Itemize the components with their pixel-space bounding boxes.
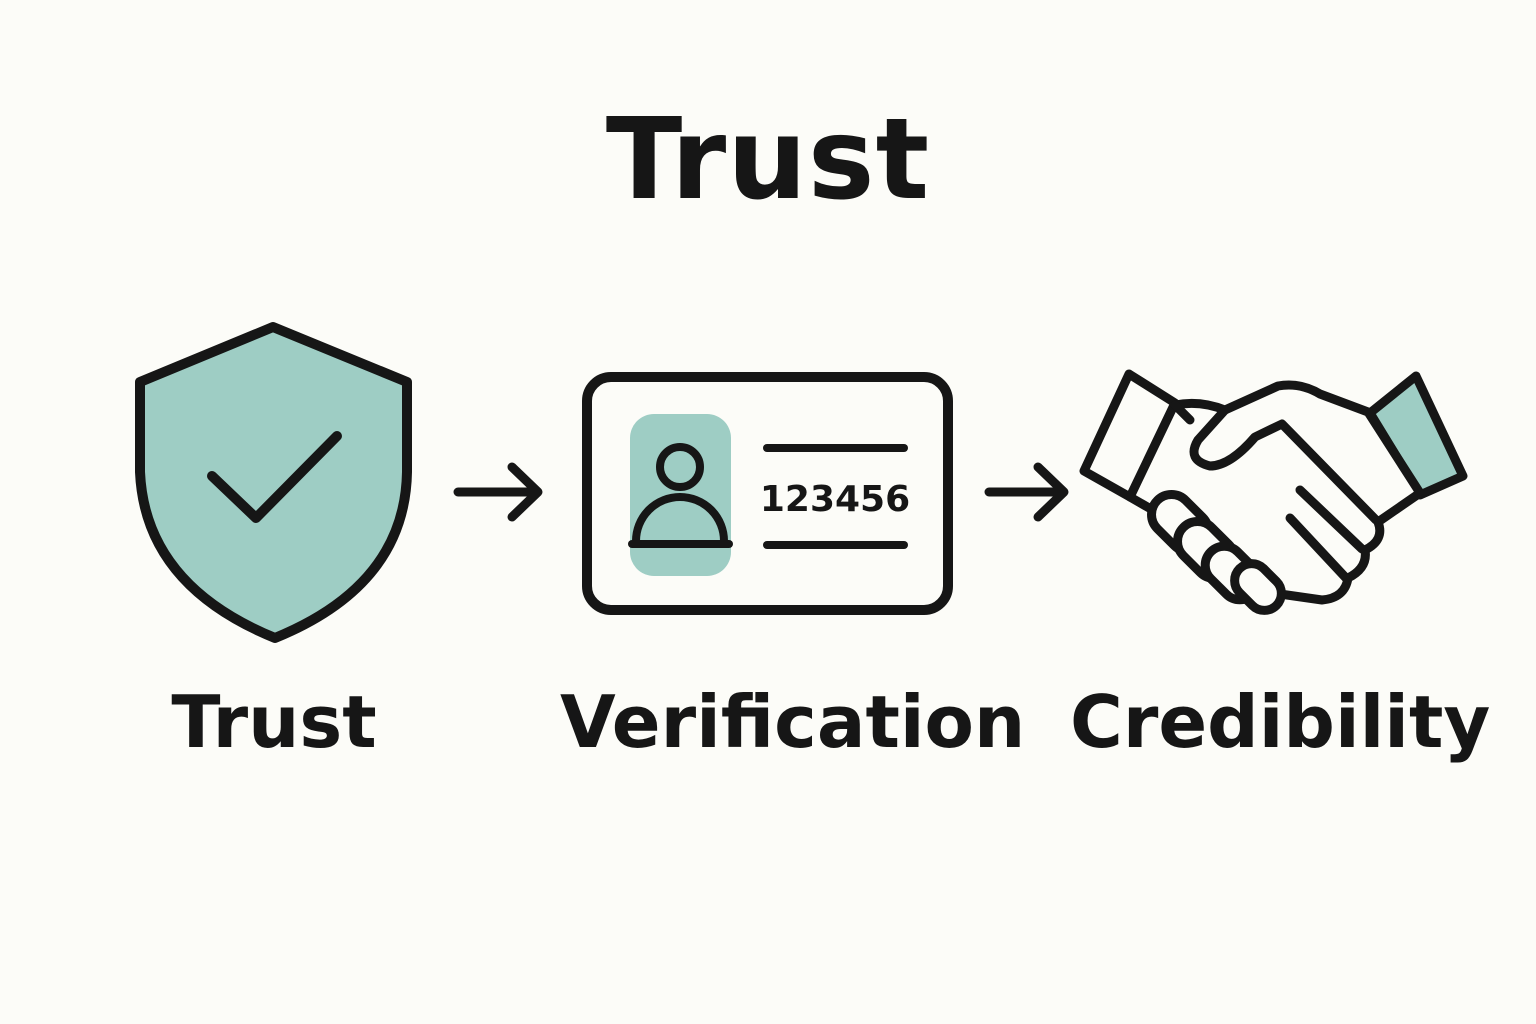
diagram-title: Trust bbox=[605, 95, 931, 225]
id-card-icon: 123456 bbox=[582, 372, 953, 615]
arrow-right-icon bbox=[453, 462, 543, 522]
arrow-right-icon bbox=[984, 462, 1069, 522]
checkmark-icon bbox=[207, 431, 342, 523]
step-label-credibility: Credibility bbox=[1070, 680, 1491, 764]
handshake-icon bbox=[1079, 369, 1468, 615]
person-icon bbox=[628, 443, 733, 548]
step-label-trust: Trust bbox=[171, 680, 377, 764]
card-number: 123456 bbox=[760, 479, 910, 520]
shield-check-icon bbox=[135, 322, 412, 643]
step-label-verification: Verification bbox=[560, 680, 1026, 764]
